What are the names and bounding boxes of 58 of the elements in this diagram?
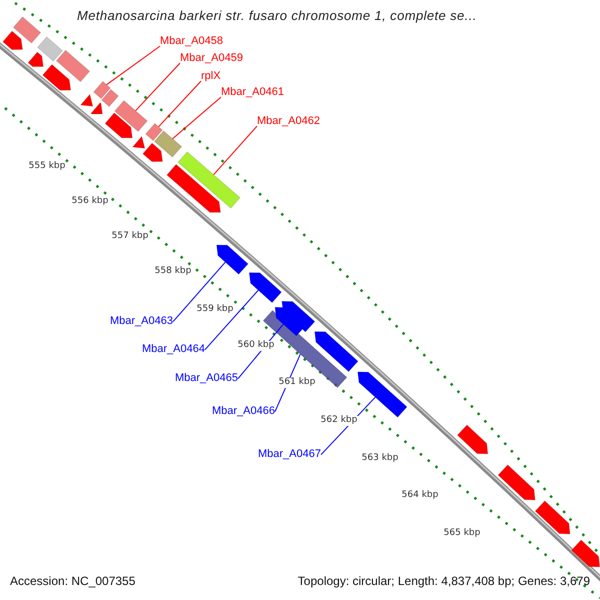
gene-block <box>2 30 23 50</box>
position-label: 560 kbp <box>236 341 276 351</box>
gene-block <box>571 540 600 568</box>
position-label: 558 kbp <box>154 267 192 277</box>
leader-line <box>204 290 259 350</box>
gene-label: Mbar_A0462 <box>257 115 320 128</box>
position-label: 561 kbp <box>278 378 316 388</box>
gene-label: Mbar_A0463 <box>110 315 173 328</box>
gene-block <box>42 64 72 90</box>
gene-bar <box>37 36 63 62</box>
gene-label: Mbar_A0467 <box>258 448 321 460</box>
gene-bar <box>101 89 119 107</box>
gene-label: Mbar_A0465 <box>175 372 238 384</box>
leader-line <box>135 62 180 112</box>
gene-block <box>457 424 488 454</box>
gene-label: Mbar_A0461 <box>221 86 284 98</box>
gene-block <box>314 331 358 372</box>
gene-block <box>534 500 570 534</box>
gene-bar <box>178 151 240 209</box>
gene-label: rplX <box>201 70 221 82</box>
gene-block <box>28 52 44 67</box>
position-label: 563 kbp <box>360 454 400 464</box>
gene-block <box>282 300 316 332</box>
gene-block <box>132 136 146 149</box>
gene-block <box>166 164 221 213</box>
chart-title: Methanosarcina barkeri str. fusaro chromosome 1, complete se... <box>77 9 477 24</box>
position-label: 564 kbp <box>400 491 440 501</box>
accession-text: Accession: NC_007355 <box>10 575 136 588</box>
position-label: 555 kbp <box>28 162 66 172</box>
gene-label: Mbar_A0459 <box>180 52 243 64</box>
gene-bar <box>56 50 90 82</box>
position-label: 557 kbp <box>110 232 150 242</box>
genome-summary-text: Topology: circular; Length: 4,837,408 bp; Genes: 3,679 <box>298 575 590 588</box>
position-label: 559 kbp <box>196 305 234 315</box>
gene-bar <box>12 16 42 44</box>
leader-line <box>172 96 222 140</box>
gene-block <box>90 102 103 114</box>
position-label: 562 kbp <box>320 416 358 426</box>
gene-block <box>142 142 163 162</box>
gene-bar <box>93 81 111 99</box>
position-label: 556 kbp <box>70 197 110 207</box>
leader-line <box>158 80 202 128</box>
gene-block <box>104 112 133 138</box>
gene-label: Mbar_A0466 <box>212 405 275 418</box>
leader-line <box>172 262 226 322</box>
gene-block <box>248 272 282 303</box>
position-label: 565 kbp <box>442 529 482 539</box>
gene-block <box>216 244 248 275</box>
gene-bar <box>145 123 163 141</box>
leader-line <box>213 126 258 176</box>
gene-label: Mbar_A0464 <box>142 343 205 356</box>
leader-line <box>106 46 160 86</box>
gene-bar <box>114 100 148 132</box>
gene-block <box>498 464 536 500</box>
gene-label: Mbar_A0458 <box>160 35 223 48</box>
gene-block <box>357 372 408 418</box>
gene-bar <box>154 130 182 158</box>
gene-block <box>80 94 94 107</box>
